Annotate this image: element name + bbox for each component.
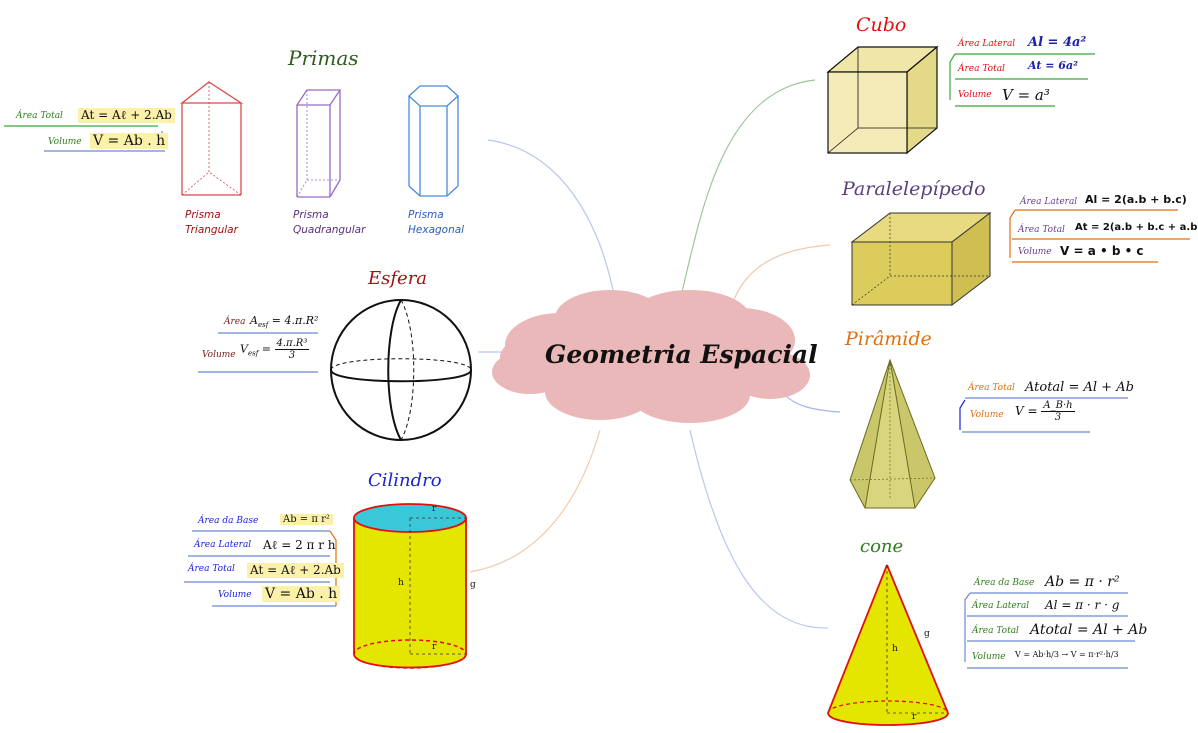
cilindro-area-lateral-label: Área Lateral (194, 540, 252, 550)
caption-line2: Triangular (185, 224, 238, 236)
esfera-volume-den: 3 (288, 350, 296, 361)
esfera-area-sub: esf (257, 321, 269, 330)
cilindro-area-base-formula: Ab = π r² (280, 514, 333, 525)
cone-fig-r: r (912, 712, 917, 722)
prismas-title[interactable]: Primas (288, 46, 359, 70)
piramide-volume-lhs: V = (1015, 404, 1038, 418)
piramide-volume-den: 3 (1054, 412, 1062, 423)
cilindro-volume-formula: V = Ab . h (262, 586, 341, 602)
esfera-title[interactable]: Esfera (368, 268, 428, 289)
cilindro-fig-r-top: r (432, 504, 437, 514)
cubo-area-lateral-formula: Al = 4a² (1028, 35, 1087, 50)
piramide-area-total-label: Área Total (968, 383, 1015, 393)
paralelepipedo-volume-formula: V = a • b • c (1060, 244, 1144, 258)
cilindro-area-lateral-formula: Aℓ = 2 π r h (263, 538, 336, 552)
piramide-volume-num: A_B·h (1041, 400, 1075, 412)
paralelepipedo-area-lateral-label: Área Lateral (1020, 197, 1078, 207)
cubo-volume-formula: V = a³ (1002, 86, 1050, 104)
center-title[interactable]: Geometria Espacial (545, 340, 818, 369)
cone-area-base-formula: Ab = π · r² (1045, 574, 1120, 590)
cubo-area-total-label: Área Total (958, 64, 1005, 74)
esfera-figure (330, 299, 472, 441)
prismas-volume-label: Volume (48, 137, 82, 147)
prisma-triangular-figure (180, 81, 244, 196)
prisma-quadrangular-caption: Prisma Quadrangular (293, 208, 365, 238)
esfera-area-formula: Aesf = 4.π.R² (250, 314, 318, 329)
caption-line1: Prisma (293, 209, 329, 221)
esfera-area-rhs: = 4.π.R² (271, 314, 319, 327)
cone-area-lateral-formula: Al = π · r · g (1045, 598, 1120, 612)
cubo-volume-label: Volume (958, 90, 992, 100)
prisma-hexagonal-figure (408, 85, 459, 197)
branch-cone (689, 429, 829, 629)
cilindro-volume-label: Volume (218, 590, 252, 600)
cilindro-area-total-label: Área Total (188, 564, 235, 574)
branch-cilindro (469, 429, 601, 573)
esfera-area-lhs: A (250, 314, 258, 327)
paralelepipedo-figure (850, 211, 992, 307)
cone-volume-formula: V = Ab·h/3 → V = π·r²·h/3 (1015, 650, 1119, 659)
cone-volume-label: Volume (972, 652, 1006, 662)
cilindro-area-total-formula: At = Aℓ + 2.Ab (247, 563, 344, 578)
cilindro-fig-r-bottom: r (432, 642, 437, 652)
cilindro-figure (353, 503, 467, 669)
paralelepipedo-volume-label: Volume (1018, 247, 1052, 257)
branch-prismas (487, 139, 616, 301)
cubo-area-total-formula: At = 6a² (1028, 59, 1078, 72)
prisma-hexagonal-caption: Prisma Hexagonal (408, 208, 464, 238)
piramide-area-total-formula: Atotal = Al + Ab (1025, 380, 1134, 395)
esfera-volume-sub: esf (247, 349, 259, 358)
cilindro-title[interactable]: Cilindro (368, 470, 442, 491)
paralelepipedo-area-total-label: Área Total (1018, 225, 1065, 235)
prisma-quadrangular-figure (295, 89, 342, 198)
branch-cubo (679, 79, 816, 301)
cone-area-total-formula: Atotal = Al + Ab (1030, 622, 1148, 638)
piramide-volume-label: Volume (970, 410, 1004, 420)
caption-line2: Hexagonal (408, 224, 465, 236)
paralelepipedo-area-total-formula: At = 2(a.b + b.c + a.b) (1075, 222, 1198, 233)
cubo-area-lateral-label: Área Lateral (958, 39, 1016, 49)
piramide-title[interactable]: Pirâmide (845, 328, 932, 350)
prisma-triangular-caption: Prisma Triangular (185, 208, 238, 238)
cone-area-base-label: Área da Base (974, 578, 1035, 588)
esfera-area-label: Área (224, 317, 246, 327)
prismas-volume-formula: V = Ab . h (90, 133, 169, 149)
esfera-volume-fraction: 4.π.R³ 3 (274, 338, 310, 361)
cilindro-fig-h: h (398, 578, 404, 588)
paralelepipedo-area-lateral-formula: Al = 2(a.b + b.c) (1085, 193, 1187, 206)
central-cloud (492, 290, 810, 423)
caption-line2: Quadrangular (293, 224, 366, 236)
cone-figure (827, 564, 949, 726)
esfera-volume-formula: Vesf = 4.π.R³ 3 (240, 338, 310, 361)
caption-line1: Prisma (408, 209, 444, 221)
prismas-area-total-formula: At = Aℓ + 2.Ab (78, 108, 175, 123)
piramide-volume-fraction: A_B·h 3 (1041, 400, 1075, 423)
cone-title[interactable]: cone (860, 536, 904, 557)
cone-area-lateral-label: Área Lateral (972, 601, 1030, 611)
cone-fig-h: h (892, 644, 898, 654)
piramide-volume-formula: V = A_B·h 3 (1015, 400, 1075, 423)
formula-underlines (4, 53, 1190, 669)
esfera-volume-num: 4.π.R³ (274, 338, 310, 350)
cilindro-fig-g: g (470, 580, 476, 590)
branch-paralelepipedo (729, 244, 831, 311)
esfera-volume-label: Volume (202, 350, 236, 360)
caption-line1: Prisma (185, 209, 221, 221)
cubo-figure (826, 45, 939, 155)
prismas-area-total-label: Área Total (16, 111, 63, 121)
paralelepipedo-title[interactable]: Paralelepípedo (842, 178, 986, 200)
cilindro-area-base-label: Área da Base (198, 516, 259, 526)
esfera-volume-lhs: V (240, 342, 248, 356)
cone-fig-g: g (924, 629, 930, 639)
cone-area-total-label: Área Total (972, 626, 1019, 636)
branch-piramide (784, 394, 841, 413)
piramide-figure (849, 358, 936, 509)
cubo-title[interactable]: Cubo (856, 14, 907, 36)
